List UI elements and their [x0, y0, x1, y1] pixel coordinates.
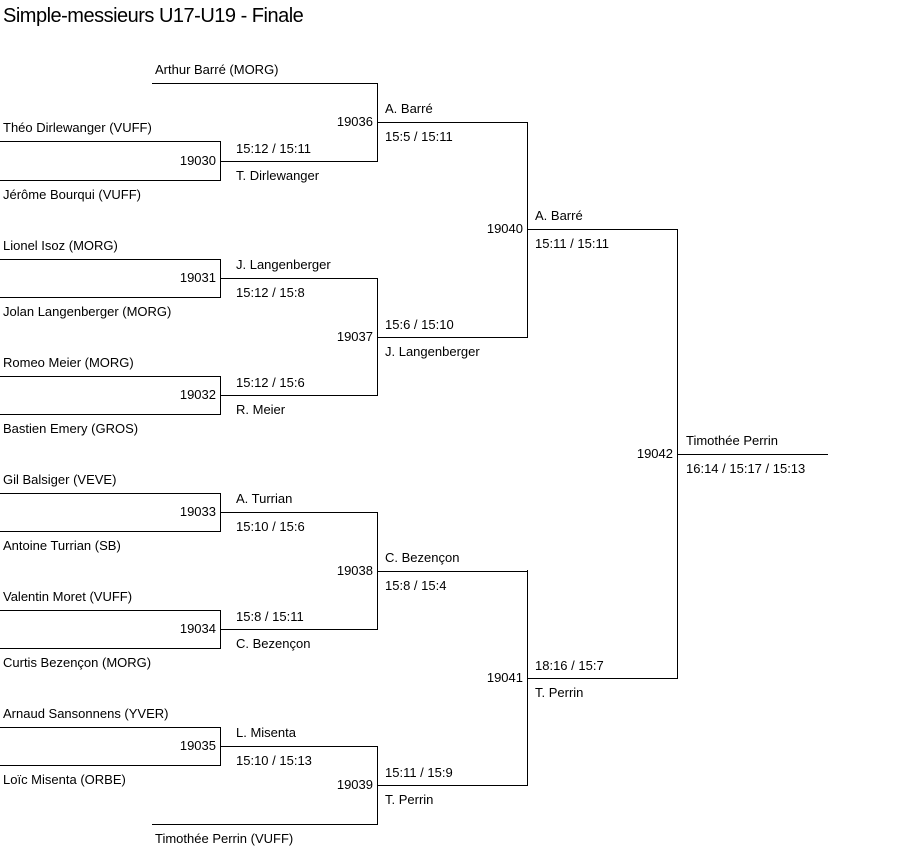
winner-line	[377, 785, 528, 786]
match-number: 19031	[179, 270, 216, 285]
winner-line	[527, 229, 678, 230]
winner-line	[677, 454, 828, 455]
match-score: 15:5 / 15:11	[385, 129, 453, 144]
player-name: Théo Dirlewanger (VUFF)	[3, 120, 152, 135]
match-number: 19039	[336, 777, 373, 792]
match-number: 19042	[636, 446, 673, 461]
player-name: Bastien Emery (GROS)	[3, 421, 139, 436]
match-score: 15:11 / 15:9	[385, 765, 453, 780]
match-number: 19041	[486, 670, 523, 685]
player-line	[0, 180, 221, 181]
player-name: Jolan Langenberger (MORG)	[3, 304, 172, 319]
match-winner: A. Barré	[535, 208, 583, 223]
match-winner: L. Misenta	[236, 725, 296, 740]
player-name: Curtis Bezençon (MORG)	[3, 655, 152, 670]
match-number: 19036	[336, 114, 373, 129]
match-winner: T. Perrin	[385, 792, 434, 807]
match-winner: A. Barré	[385, 101, 433, 116]
player-name: Timothée Perrin (VUFF)	[155, 831, 294, 846]
match-winner: R. Meier	[236, 402, 286, 417]
winner-line	[220, 278, 378, 279]
match-score: 15:11 / 15:11	[535, 236, 609, 251]
player-name: Lionel Isoz (MORG)	[3, 238, 118, 253]
match-number: 19030	[179, 153, 216, 168]
match-number: 19034	[179, 621, 216, 636]
player-line	[0, 414, 221, 415]
player-name: Arthur Barré (MORG)	[155, 62, 279, 77]
winner-line	[377, 337, 528, 338]
winner-line	[220, 512, 378, 513]
match-number: 19040	[486, 221, 523, 236]
match-winner: J. Langenberger	[236, 257, 331, 272]
page-title: Simple-messieurs U17-U19 - Finale	[3, 5, 304, 27]
match-winner: C. Bezençon	[385, 550, 460, 565]
player-name: Antoine Turrian (SB)	[3, 538, 121, 553]
match-number: 19032	[179, 387, 216, 402]
player-line	[0, 765, 221, 766]
player-line	[0, 648, 221, 649]
player-name: Romeo Meier (MORG)	[3, 355, 134, 370]
match-number: 19037	[336, 329, 373, 344]
player-line	[0, 493, 221, 494]
winner-line	[220, 629, 378, 630]
winner-line	[377, 571, 528, 572]
match-number: 19033	[179, 504, 216, 519]
match-winner: A. Turrian	[236, 491, 293, 506]
player-line	[0, 376, 221, 377]
match-winner: T. Perrin	[535, 685, 584, 700]
winner-line	[377, 122, 528, 123]
player-line	[152, 83, 378, 84]
winner-line	[527, 678, 678, 679]
player-line	[0, 727, 221, 728]
match-score: 15:12 / 15:6	[236, 375, 305, 390]
match-score: 15:6 / 15:10	[385, 317, 454, 332]
player-line	[0, 531, 221, 532]
match-winner: J. Langenberger	[385, 344, 480, 359]
match-winner: Timothée Perrin	[686, 433, 778, 448]
player-line	[0, 610, 221, 611]
match-number: 19038	[336, 563, 373, 578]
match-winner: T. Dirlewanger	[236, 168, 320, 183]
player-name: Gil Balsiger (VEVE)	[3, 472, 117, 487]
match-winner: C. Bezençon	[236, 636, 311, 651]
winner-line	[220, 161, 378, 162]
match-number: 19035	[179, 738, 216, 753]
player-line	[0, 297, 221, 298]
player-name: Valentin Moret (VUFF)	[3, 589, 133, 604]
player-line	[0, 141, 221, 142]
winner-line	[220, 395, 378, 396]
match-score: 15:12 / 15:11	[236, 141, 311, 156]
match-score: 15:8 / 15:11	[236, 609, 304, 624]
match-score: 16:14 / 15:17 / 15:13	[686, 461, 806, 476]
match-score: 15:10 / 15:6	[236, 519, 305, 534]
player-name: Jérôme Bourqui (VUFF)	[3, 187, 141, 202]
match-score: 18:16 / 15:7	[535, 658, 604, 673]
player-line	[152, 824, 378, 825]
match-score: 15:10 / 15:13	[236, 753, 312, 768]
match-score: 15:8 / 15:4	[385, 578, 447, 593]
match-score: 15:12 / 15:8	[236, 285, 305, 300]
player-name: Arnaud Sansonnens (YVER)	[3, 706, 169, 721]
player-line	[0, 259, 221, 260]
winner-line	[220, 746, 378, 747]
player-name: Loïc Misenta (ORBE)	[3, 772, 126, 787]
